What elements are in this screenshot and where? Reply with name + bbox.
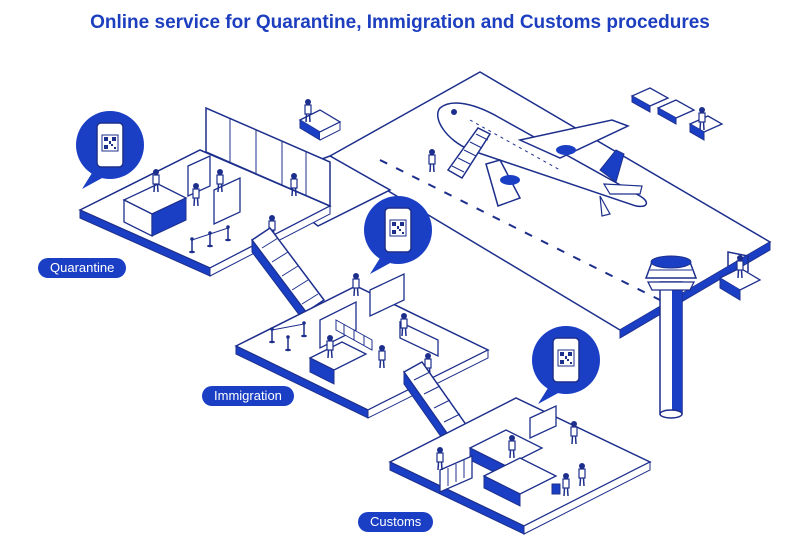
page-title: Online service for Quarantine, Immigrati…: [90, 12, 710, 33]
qr-phone-icon: [363, 195, 433, 275]
quarantine-area: [78, 106, 332, 277]
boarding-stairs: [428, 127, 492, 180]
immigration-label: Immigration: [202, 386, 294, 406]
forklift: [718, 251, 762, 301]
ground-vehicle: [298, 98, 342, 141]
customs-area: [388, 397, 652, 535]
baggage-carts: [630, 87, 724, 141]
customs-label: Customs: [358, 512, 434, 532]
escalator-1: [250, 226, 326, 326]
qr-phone-icon: [531, 325, 601, 405]
airplane: [437, 102, 648, 217]
control-tower: [644, 255, 698, 419]
qr-phone-icon: [75, 110, 145, 190]
quarantine-label: Quarantine: [38, 258, 127, 278]
